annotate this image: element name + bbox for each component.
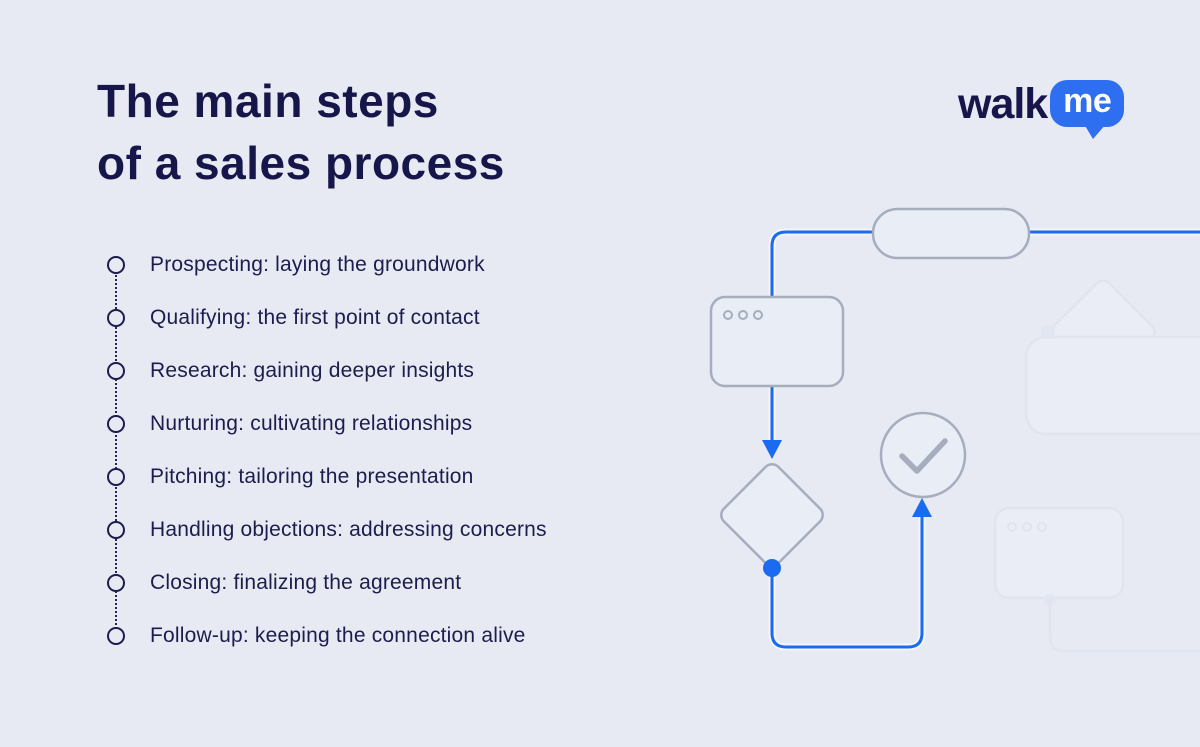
walkme-logo-me-text: me xyxy=(1063,82,1112,120)
step-bullet-circle-icon xyxy=(107,626,125,645)
walkme-logo-bubble: me xyxy=(1050,80,1125,139)
step-label: Closing: finalizing the agreement xyxy=(150,570,462,594)
window-dot-icon xyxy=(753,310,763,320)
faded-process-rect-shape xyxy=(1024,335,1200,436)
window-dot-icon xyxy=(723,310,733,320)
connector-markers-group xyxy=(762,440,932,577)
faded-connector-dot xyxy=(1041,325,1055,339)
diamond-node-dot xyxy=(763,559,781,577)
step-bullet-circle-icon xyxy=(107,467,125,486)
step-label: Follow-up: keeping the connection alive xyxy=(150,623,526,647)
connector-halo-group xyxy=(768,228,1200,651)
connector-lines-group xyxy=(770,230,1200,649)
step-row-closing: Closing: finalizing the agreement xyxy=(107,556,547,609)
step-row-research: Research: gaining deeper insights xyxy=(107,344,547,397)
step-label: Handling objections: addressing concerns xyxy=(150,517,547,541)
step-row-prospecting: Prospecting: laying the groundwork xyxy=(107,238,547,291)
page-title-line2: of a sales process xyxy=(97,137,505,189)
steps-dotted-connector xyxy=(115,264,117,636)
walkme-logo-bubble-tail xyxy=(1084,124,1107,139)
step-label: Pitching: tailoring the presentation xyxy=(150,464,474,488)
faded-window-dot-icon xyxy=(1007,522,1017,532)
page-title-line1: The main steps xyxy=(97,75,439,127)
sales-steps-list: Prospecting: laying the groundwork Quali… xyxy=(107,238,547,662)
faded-window-dot-icon xyxy=(1022,522,1032,532)
faded-shapes-group xyxy=(993,279,1200,653)
walkme-logo: walk me xyxy=(958,79,1125,139)
step-label: Qualifying: the first point of contact xyxy=(150,305,480,329)
step-row-handling-objections: Handling objections: addressing concerns xyxy=(107,503,547,556)
step-label: Prospecting: laying the groundwork xyxy=(150,252,485,276)
step-bullet-circle-icon xyxy=(107,255,125,274)
step-bullet-circle-icon xyxy=(107,308,125,327)
step-row-follow-up: Follow-up: keeping the connection alive xyxy=(107,609,547,662)
walkme-logo-walk-text: walk xyxy=(958,79,1048,128)
connector-pill-to-diamond-line xyxy=(770,230,875,442)
step-bullet-circle-icon xyxy=(107,573,125,592)
arrow-up-icon xyxy=(912,498,932,517)
browser-window-shape xyxy=(709,295,845,388)
step-bullet-circle-icon xyxy=(107,520,125,539)
window-dot-icon xyxy=(738,310,748,320)
check-circle-shape xyxy=(879,411,967,499)
step-label: Nurturing: cultivating relationships xyxy=(150,411,473,435)
terminator-pill-shape xyxy=(871,207,1031,260)
step-row-nurturing: Nurturing: cultivating relationships xyxy=(107,397,547,450)
connector-diamond-to-check-line xyxy=(770,514,924,649)
page-title: The main steps of a sales process xyxy=(97,70,505,194)
step-row-qualifying: Qualifying: the first point of contact xyxy=(107,291,547,344)
step-row-pitching: Pitching: tailoring the presentation xyxy=(107,450,547,503)
step-bullet-circle-icon xyxy=(107,414,125,433)
faded-browser-window-shape xyxy=(993,506,1125,600)
step-bullet-circle-icon xyxy=(107,361,125,380)
faded-window-dot-icon xyxy=(1037,522,1047,532)
step-label: Research: gaining deeper insights xyxy=(150,358,475,382)
decision-diamond-shape xyxy=(720,463,824,567)
main-shapes-group xyxy=(709,207,1031,567)
arrow-down-icon xyxy=(762,440,782,459)
checkmark-icon xyxy=(899,438,948,474)
faded-connector-line xyxy=(1048,600,1200,653)
